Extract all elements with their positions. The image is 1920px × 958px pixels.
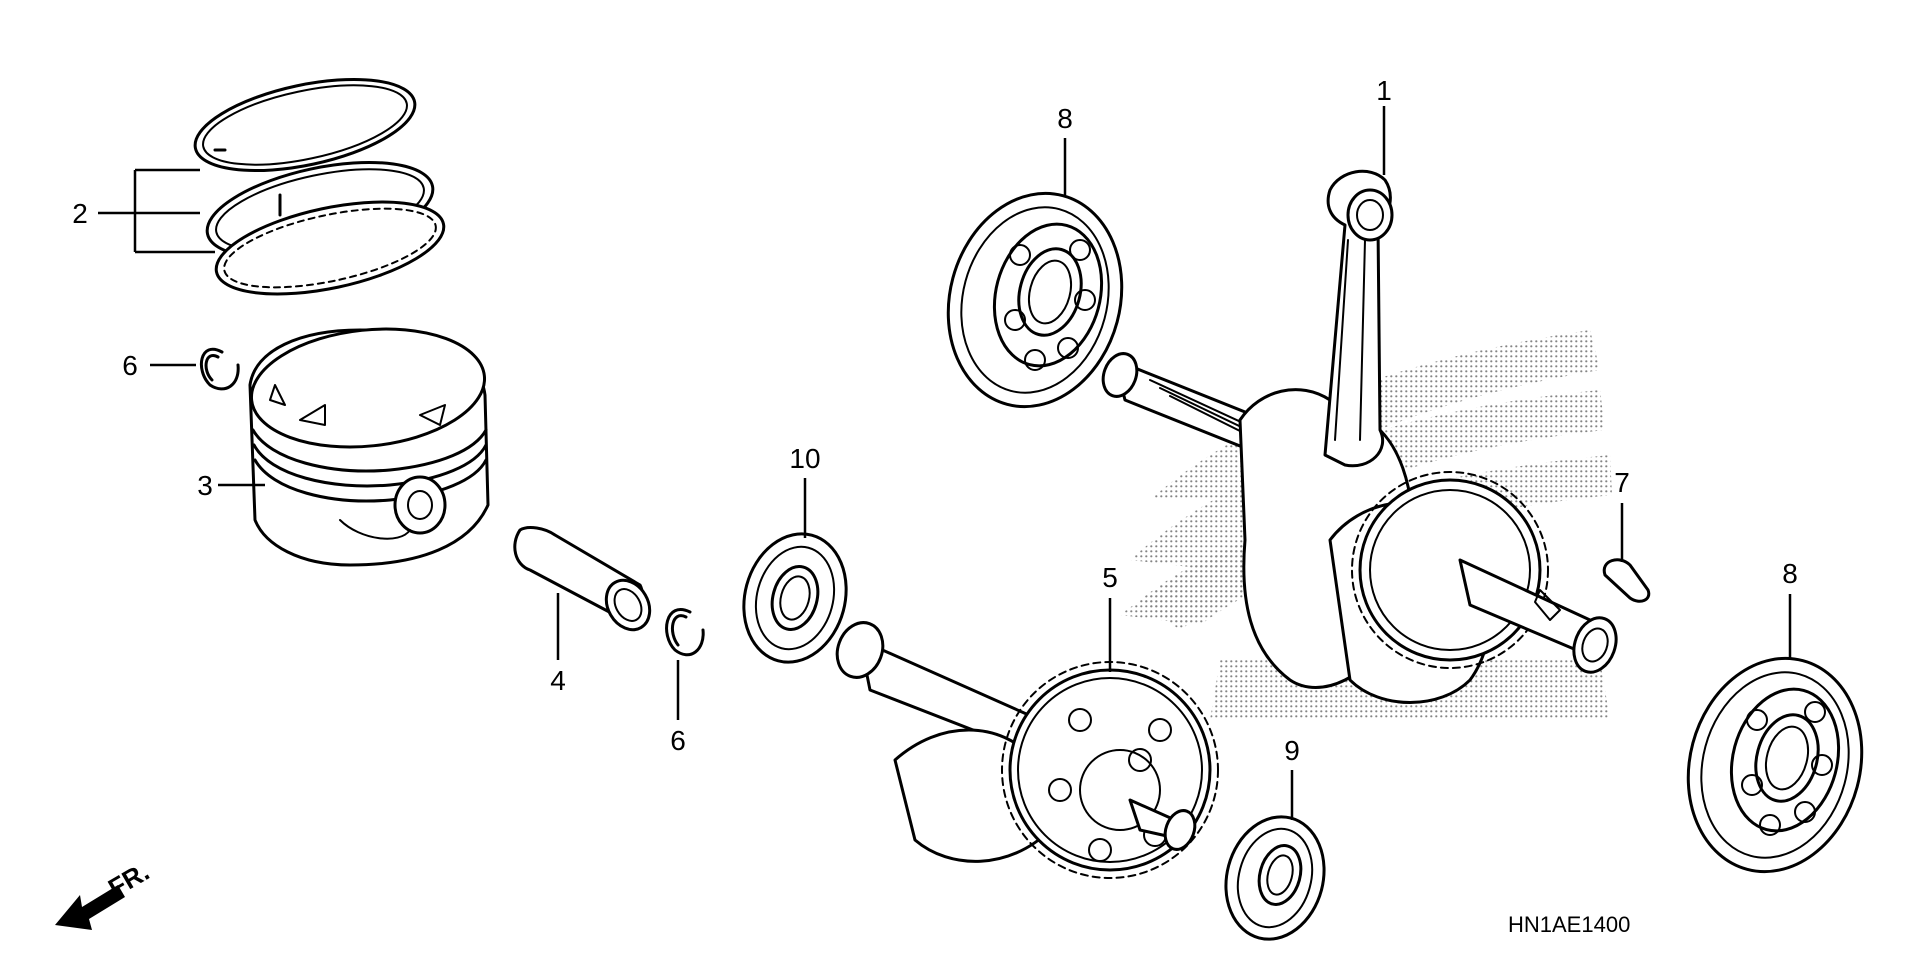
callout-7: 7 xyxy=(1614,467,1630,498)
leader-lines xyxy=(98,106,1792,820)
callout-1: 1 xyxy=(1376,75,1392,106)
callout-9: 9 xyxy=(1284,735,1300,766)
callout-6-right: 6 xyxy=(670,725,686,756)
callout-10: 10 xyxy=(789,443,820,474)
callout-4: 4 xyxy=(550,665,566,696)
crankshaft xyxy=(1101,352,1618,704)
callout-3: 3 xyxy=(197,470,213,501)
connecting-rod xyxy=(1323,169,1394,468)
piston-pin xyxy=(513,526,652,632)
callout-2: 2 xyxy=(72,198,88,229)
bearing-9 xyxy=(1224,815,1326,941)
front-direction-arrow-icon xyxy=(55,885,125,930)
piston-rings xyxy=(193,77,446,296)
bearing-8-left xyxy=(946,191,1124,409)
piston xyxy=(248,327,490,567)
balancer-shaft xyxy=(835,621,1219,879)
piston-pin-clip-right xyxy=(665,608,705,657)
callout-5: 5 xyxy=(1102,562,1118,593)
callout-8-left: 8 xyxy=(1057,103,1073,134)
piston-pin-clip-left xyxy=(200,347,240,391)
front-direction-indicator: FR. xyxy=(55,856,154,930)
callout-6-left: 6 xyxy=(122,350,138,381)
woodruff-key xyxy=(1602,558,1651,603)
diagram-code: HN1AE1400 xyxy=(1508,912,1630,937)
bearing-8-right xyxy=(1686,656,1864,874)
bearing-10 xyxy=(742,532,848,664)
callout-8-right: 8 xyxy=(1782,558,1798,589)
